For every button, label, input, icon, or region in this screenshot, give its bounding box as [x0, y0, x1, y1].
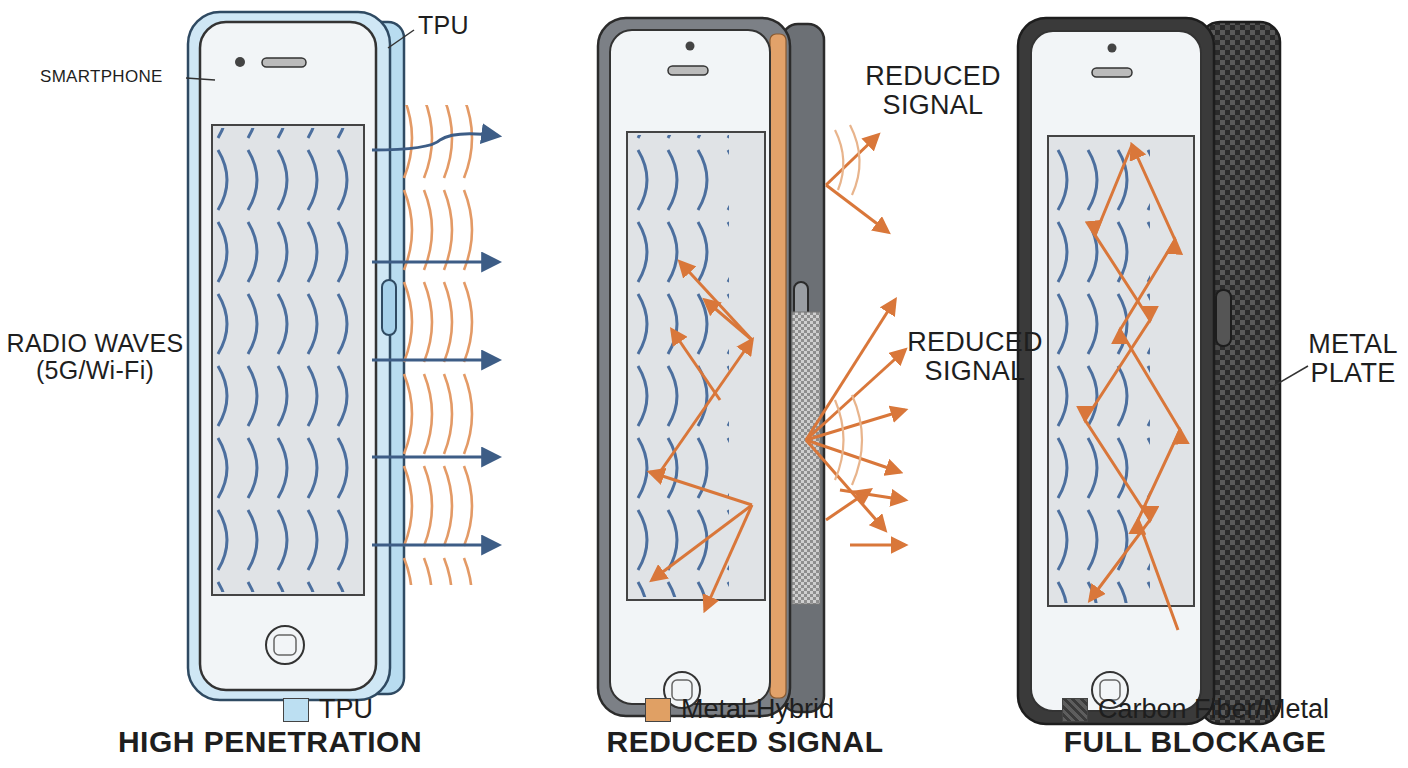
home-button	[266, 626, 304, 664]
panel-caption: HIGH PENETRATION	[70, 726, 470, 758]
phone-front	[610, 30, 770, 704]
reduced-arrow	[806, 300, 895, 440]
phone-front	[1031, 31, 1201, 711]
trapped-signal	[1085, 145, 1150, 600]
part-label: METAL PLATE	[1300, 330, 1406, 388]
weak-waves	[835, 125, 862, 485]
legend-item: Carbon Fiber/Metal	[1062, 694, 1329, 725]
legend-swatch	[1062, 698, 1088, 722]
signal-label: REDUCED SIGNAL	[895, 328, 1055, 386]
reflected-arrow	[652, 505, 752, 580]
reduced-arrow	[826, 185, 888, 232]
leader-line	[186, 78, 215, 80]
phone-front	[200, 22, 376, 690]
signal-label: REDUCED SIGNAL	[858, 62, 1008, 120]
trapped-signal	[1120, 145, 1180, 630]
signal-arrow	[372, 261, 498, 264]
side-button	[382, 280, 396, 335]
home-button-icon	[274, 635, 296, 655]
part-label: TPU	[418, 12, 498, 39]
metal-layer	[770, 34, 786, 698]
legend-item: TPU	[283, 694, 373, 725]
reflected-arrows	[650, 135, 905, 610]
panel-caption: REDUCED SIGNAL	[545, 726, 945, 758]
metal-hybrid-phone	[598, 18, 905, 716]
reflected-arrow	[672, 330, 720, 400]
signal-label: RADIO WAVES (5G/Wi-Fi)	[0, 330, 190, 384]
camera	[686, 42, 695, 51]
penetrating-arrows	[372, 134, 498, 545]
signal-arrow	[372, 544, 498, 547]
reflected-arrow	[660, 340, 752, 472]
metal-mesh	[792, 312, 820, 604]
speaker	[262, 58, 306, 67]
legend-swatch	[283, 698, 309, 722]
legend-item: Metal-Hybrid	[645, 694, 834, 725]
camera	[1108, 44, 1117, 53]
speaker	[668, 66, 708, 75]
radio-waves	[214, 128, 362, 592]
radio-waves	[629, 135, 729, 597]
legend-text: Carbon Fiber/Metal	[1098, 694, 1329, 725]
reduced-arrow	[850, 544, 905, 547]
reduced-arrow	[806, 410, 905, 440]
radio-waves	[1050, 139, 1150, 603]
reflected-arrow	[680, 262, 752, 340]
panel-caption: FULL BLOCKAGE	[995, 726, 1395, 758]
legend-text: TPU	[319, 694, 373, 725]
reflected-arrow	[705, 505, 752, 610]
leader-line	[388, 30, 414, 48]
tpu-case	[188, 12, 390, 700]
reduced-arrow	[840, 490, 905, 500]
phone-screen	[627, 132, 765, 600]
carbon-metal-phone	[1018, 18, 1308, 724]
hybrid-case	[598, 18, 790, 716]
legend-text: Metal-Hybrid	[681, 694, 834, 725]
reflected-arrow	[705, 300, 752, 340]
speaker	[1092, 68, 1132, 77]
signal-arrow	[372, 456, 498, 459]
tpu-phone	[186, 12, 498, 700]
side-button	[1216, 290, 1231, 346]
camera	[235, 57, 245, 67]
leader-line	[1270, 366, 1308, 388]
phone-screen	[212, 125, 364, 595]
signal-arrow	[372, 359, 498, 362]
reflected-arrow	[650, 472, 752, 505]
legend-swatch	[645, 698, 671, 722]
reduced-arrow	[826, 135, 878, 185]
signal-arrow	[372, 134, 498, 150]
carbon-case	[1018, 18, 1214, 724]
outgoing-waves	[396, 105, 478, 585]
phone-screen	[1048, 136, 1194, 606]
reduced-arrow	[806, 440, 885, 530]
part-label: SMARTPHONE	[40, 68, 200, 86]
